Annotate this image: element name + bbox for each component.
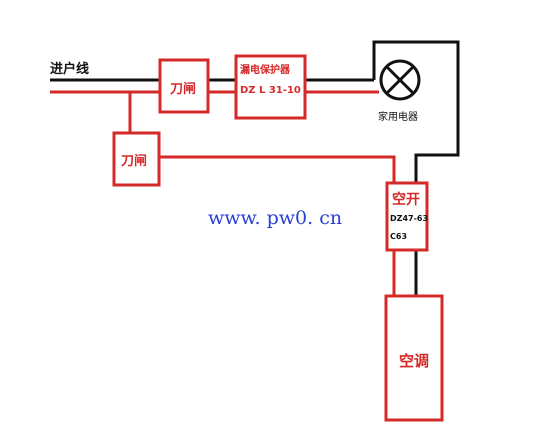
rcd-title-label: 漏电保护器 [240,65,290,76]
knife-switch-branch-label: 刀闸 [121,154,148,169]
ac-unit-box [384,294,444,422]
breaker-model-label: DZ47-63 [390,214,429,223]
rcd-model-label: DZ L 31-10 [240,85,301,96]
incoming-line-label: 进户线 [50,62,90,77]
breaker-rating-label: C63 [390,232,408,241]
ac-unit-label: 空调 [399,352,430,370]
knife-switch-branch-box [112,131,161,187]
lamp-cross-icon [379,59,421,101]
knife-switch-main-box [158,58,210,114]
live-wire-to-breaker [159,155,396,183]
rcd-box [234,54,307,120]
appliance-label: 家用电器 [378,112,418,123]
watermark-text: www. pw0. cn [208,207,343,229]
breaker-title-label: 空开 [392,192,420,208]
knife-switch-main-label: 刀闸 [170,82,197,97]
breaker-box [385,181,429,252]
neutral-wire-loop [372,40,460,183]
